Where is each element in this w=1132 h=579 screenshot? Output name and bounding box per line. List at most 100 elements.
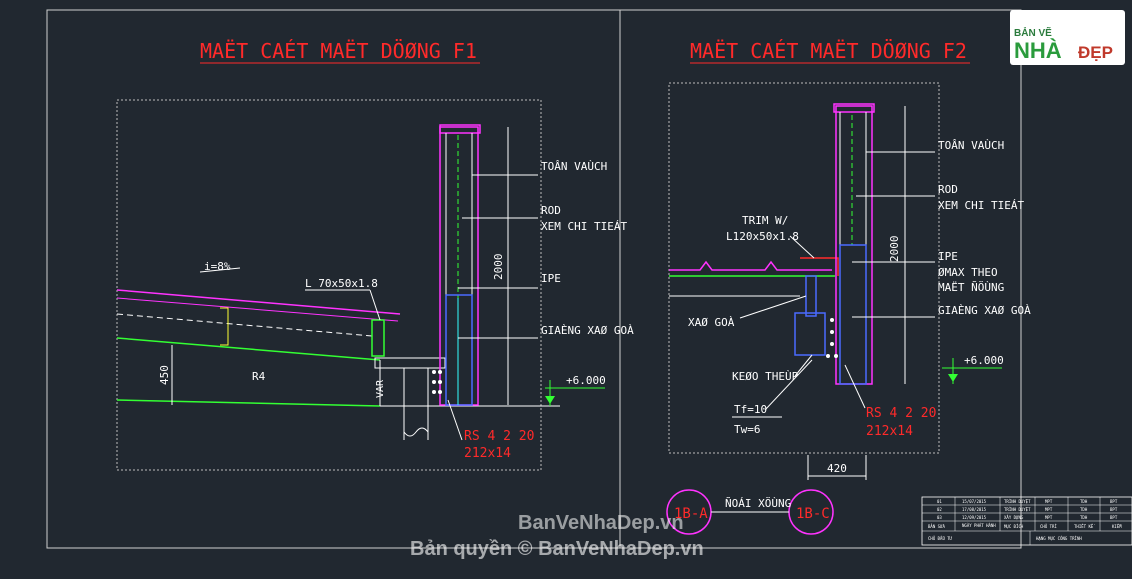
- logo-top-text: BẢN VẼ: [1014, 28, 1052, 39]
- level-marker-left: [545, 380, 605, 406]
- svg-text:02: 02: [937, 507, 942, 512]
- dim-2000-label: 2000: [492, 254, 505, 281]
- svg-text:KIỂM: KIỂM: [1112, 524, 1122, 529]
- svg-text:MPT: MPT: [1045, 499, 1053, 504]
- svg-text:TRÌNH DUYỆT: TRÌNH DUYỆT: [1004, 507, 1031, 512]
- roof-line-magenta-2: [116, 297, 399, 322]
- svg-text:BẢN SỬA: BẢN SỬA: [928, 524, 945, 529]
- label-rod: ROD: [541, 204, 561, 217]
- watermark-site: BanVeNhaDep.vn: [518, 512, 684, 534]
- label-level-left: +6.000: [566, 374, 606, 387]
- purlin-right: [805, 275, 817, 317]
- svg-text:TDH: TDH: [1080, 507, 1088, 512]
- svg-text:XÂY DỰNG: XÂY DỰNG: [1004, 515, 1024, 520]
- label-angle: L 70x50x1.8: [305, 277, 378, 290]
- svg-text:15/07/2015: 15/07/2015: [962, 499, 987, 504]
- leader-r-rs: [844, 364, 866, 409]
- leader-r-tie: [794, 354, 813, 377]
- svg-text:TRÌNH DUYỆT: TRÌNH DUYỆT: [1004, 499, 1031, 504]
- svg-text:CHỦ TRÌ: CHỦ TRÌ: [1040, 524, 1057, 529]
- svg-text:NGÀY PHÁT HÀNH: NGÀY PHÁT HÀNH: [962, 523, 996, 528]
- left-detail-box: [116, 99, 542, 471]
- svg-text:MỤC ĐÍCH: MỤC ĐÍCH: [1004, 524, 1024, 529]
- svg-text:12/09/2015: 12/09/2015: [962, 515, 987, 520]
- slope-arrow: [199, 267, 241, 273]
- trim: [800, 257, 839, 276]
- leader-r-purlin: [739, 295, 807, 319]
- angle-cleat: [371, 319, 385, 357]
- label-top-plate: TOÂN VAÙCH: [541, 160, 607, 173]
- grid-sym-label: ÑOÁI XÖÙNG: [725, 497, 791, 510]
- title-block: 01 15/07/2015 TRÌNH DUYỆT MPT TDH BPT 02…: [921, 496, 1132, 546]
- svg-text:03: 03: [937, 515, 942, 520]
- label-r-rs: RS 4 2 20: [866, 406, 936, 421]
- svg-text:MPT: MPT: [1045, 515, 1053, 520]
- label-r-girt: GIAÈNG XAØ GOÀ: [938, 304, 1031, 317]
- roof-line-green: [116, 337, 381, 361]
- label-rs-left: RS 4 2 20: [464, 429, 534, 444]
- right-detail-box: [668, 82, 940, 454]
- label-r-trim: TRIM W/: [742, 214, 788, 227]
- svg-text:BPT: BPT: [1110, 507, 1118, 512]
- label-r-ipe: IPE: [938, 250, 958, 263]
- parapet-right-cap: [833, 103, 875, 113]
- leader-rs: [447, 399, 463, 441]
- bottom-chord: [116, 399, 381, 407]
- column-right-blue: [839, 244, 867, 385]
- logo-tail-text: ĐẸP: [1078, 43, 1113, 62]
- dim-420-label: 420: [827, 462, 847, 475]
- label-r-level: +6.000: [964, 354, 1004, 367]
- label-rs-size-left: 212x14: [464, 446, 511, 461]
- watermark-copyright: Bản quyền © BanVeNhaDep.vn: [410, 538, 704, 560]
- label-r-rod: ROD: [938, 183, 958, 196]
- grid-c-label: 1B-C: [796, 506, 830, 522]
- label-rod-detail: XEM CHI TIEÁT: [541, 220, 627, 233]
- label-ipe: IPE: [541, 272, 561, 285]
- svg-text:HẠNG MỤC CÔNG TRÌNH: HẠNG MỤC CÔNG TRÌNH: [1036, 536, 1082, 541]
- svg-text:01: 01: [937, 499, 942, 504]
- gutter: [374, 357, 446, 369]
- roof-sheet-magenta: [669, 260, 832, 271]
- svg-text:MPT: MPT: [1045, 507, 1053, 512]
- label-r-tf: Tf=10: [734, 403, 767, 416]
- svg-text:TDH: TDH: [1080, 499, 1088, 504]
- right-title: MAËT CAÉT MAËT DÖØNG F2: [690, 39, 967, 63]
- label-r-ipe-note2: MAËT ÑÖÙNG: [938, 281, 1004, 294]
- label-r-trim-size: L120x50x1.8: [726, 230, 799, 243]
- parapet-cap: [439, 124, 481, 134]
- roof-line-magenta: [116, 289, 401, 315]
- svg-text:THIẾT KẾ: THIẾT KẾ: [1074, 524, 1095, 529]
- leader-angle-2: [369, 289, 381, 321]
- svg-text:BPT: BPT: [1110, 499, 1118, 504]
- left-title: MAËT CAÉT MAËT DÖØNG F1: [200, 39, 477, 63]
- grid-a-label: 1B-A: [674, 506, 708, 522]
- label-r-tw: Tw=6: [734, 423, 761, 436]
- post-break: [403, 427, 429, 437]
- svg-text:BPT: BPT: [1110, 515, 1118, 520]
- svg-text:TDH: TDH: [1080, 515, 1088, 520]
- column-blue: [445, 294, 473, 406]
- var-label: VAR: [375, 379, 386, 398]
- svg-text:17/08/2015: 17/08/2015: [962, 507, 987, 512]
- roof-line-white: [116, 313, 373, 337]
- label-r-rs-size: 212x14: [866, 424, 913, 439]
- logo-main-text: NHÀ: [1014, 38, 1062, 63]
- leader-r-trim: [789, 235, 815, 259]
- dim-450-label: 450: [158, 365, 171, 385]
- label-r-ipe-note1: ØMAX THEO: [938, 266, 998, 279]
- bolts-right: [826, 318, 838, 358]
- tie-plate: [794, 312, 826, 356]
- label-radius: R4: [252, 370, 266, 383]
- label-r-purlin: XAØ GOÀ: [688, 316, 735, 329]
- level-marker-right: [942, 358, 1002, 384]
- label-r-top-plate: TOÂN VAÙCH: [938, 139, 1004, 152]
- dim-right-2000-label: 2000: [888, 236, 901, 263]
- site-logo: BẢN VẼ NHÀ ĐẸP: [1010, 10, 1125, 65]
- purlin-z: [220, 307, 229, 346]
- bolts: [432, 370, 442, 394]
- label-girt: GIAÈNG XAØ GOÀ: [541, 324, 634, 337]
- svg-text:CHỦ ĐẦU TƯ: CHỦ ĐẦU TƯ: [928, 536, 953, 541]
- leader-r-tf: [764, 359, 813, 411]
- sheet-frame: [46, 9, 1022, 549]
- label-r-rod-detail: XEM CHI TIEÁT: [938, 199, 1024, 212]
